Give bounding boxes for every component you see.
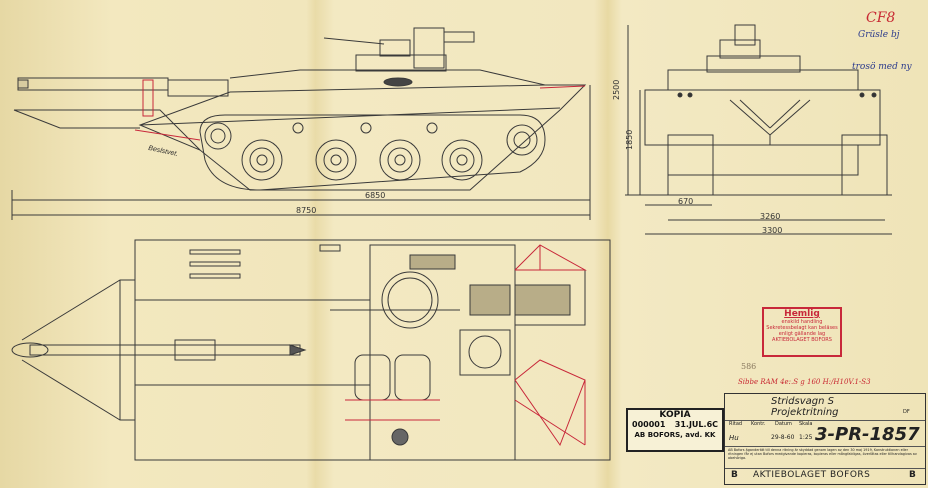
copy-stamp-title: KOPIA	[659, 410, 691, 420]
red-reference-note: Sibbe RAM 4e:.S g 160 H:/H10V.1-S3	[738, 378, 871, 386]
top-view	[11, 239, 611, 461]
title-block: Stridsvagn S Projektritning DF Ritad Kon…	[724, 393, 926, 485]
drawing-number: 3-PR-1857	[815, 424, 920, 445]
secret-stamp-line1: enskild handling	[781, 319, 823, 325]
copy-stamp-number: 000001	[632, 420, 666, 429]
val-skala: 1:25	[799, 434, 813, 441]
dim-height-overall: 2500	[612, 79, 621, 100]
legal-text: AB Bofors äganderätt till denna ritning …	[728, 448, 917, 461]
col-skala: Skala	[799, 421, 813, 427]
dim-overall-width: 3300	[762, 226, 783, 235]
company-name: AKTIEBOLAGET BOFORS	[753, 470, 871, 480]
side-view	[11, 27, 591, 220]
col-ritad: Ritad	[729, 421, 743, 427]
df-label: DF	[903, 409, 910, 415]
dim-total-length: 8750	[296, 206, 317, 215]
secret-stamp-title: Hemlig	[784, 309, 820, 319]
val-ritad: Hu	[729, 434, 739, 442]
copy-stamp: KOPIA 000001 31.JUL.6C AB BOFORS, avd. K…	[626, 408, 724, 452]
secret-stamp-line4: AKTIEBOLAGET BOFORS	[772, 337, 832, 343]
copy-stamp-date: 31.JUL.6C	[674, 420, 718, 429]
dim-hull-length: 6850	[365, 191, 386, 200]
secret-stamp-line3: enligt gällande lag	[778, 331, 826, 337]
dim-track-width: 3260	[760, 212, 781, 221]
logo-right: B	[909, 470, 916, 480]
handwritten-note-1: Grüsle bj	[858, 30, 900, 40]
col-datum: Datum	[775, 421, 792, 427]
copy-stamp-company: AB BOFORS, avd. KK	[634, 431, 716, 439]
dim-width-gap: 670	[678, 197, 694, 206]
pencil-number: 586	[741, 362, 757, 371]
logo-left: B	[731, 470, 738, 480]
road-wheels	[204, 122, 538, 181]
handwritten-code: CF8	[866, 10, 896, 26]
title-line2: Projektritning	[771, 407, 839, 418]
col-kontr: Kontr.	[751, 421, 766, 427]
title-line1: Stridsvagn S	[771, 396, 834, 407]
dim-height-hull: 1850	[625, 129, 634, 150]
front-view	[625, 24, 892, 235]
secret-stamp-line2: Sekretessbelagt kan beläses	[766, 325, 838, 331]
handwritten-note-2: trosö med ny	[852, 62, 912, 72]
val-datum: 29-8-60	[771, 434, 795, 441]
secret-stamp: Hemlig enskild handling Sekretessbelagt …	[762, 307, 842, 357]
